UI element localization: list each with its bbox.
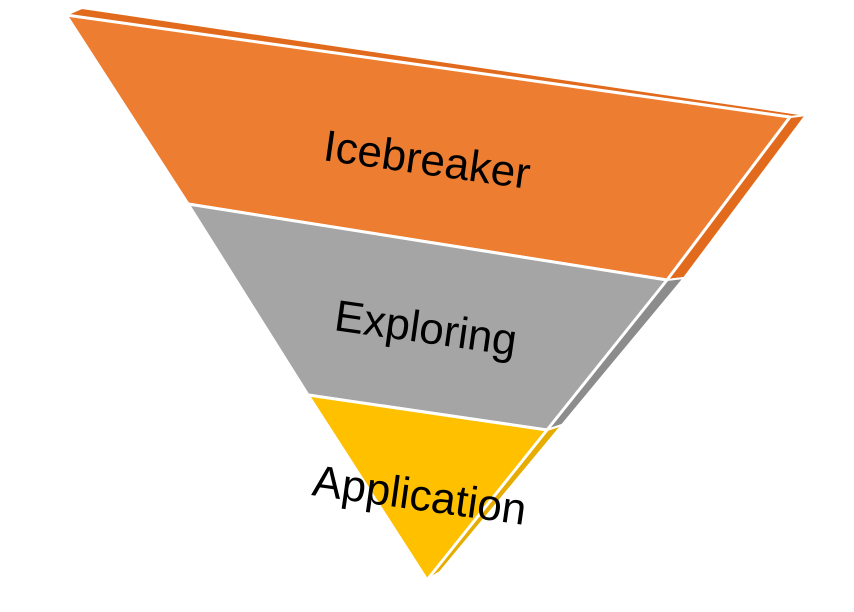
funnel-layer-icebreaker: Icebreaker xyxy=(64,7,807,282)
application-band xyxy=(306,393,549,582)
